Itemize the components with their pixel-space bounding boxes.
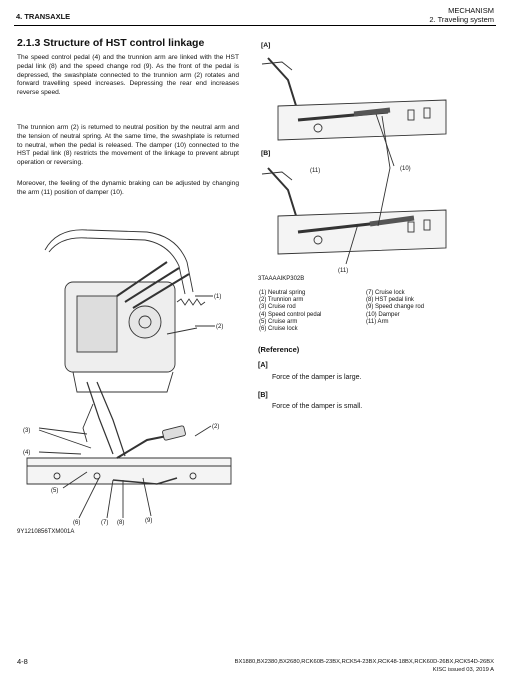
legend-item: (5) Cruise arm: [259, 318, 298, 325]
legend-column-1: (1) Neutral spring (2) Trunnion arm (3) …: [259, 290, 321, 333]
issue-info: KISC issued 03, 2019 A: [432, 667, 494, 673]
legend-column-2: (7) Cruise lock (8) HST pedal link (9) S…: [366, 290, 424, 326]
paragraph-pedal-linkage: The speed control pedal (4) and the trun…: [17, 54, 239, 96]
callout-1: (1): [214, 294, 221, 300]
right-figure-code: 3TAAAAIKP302B: [258, 276, 305, 282]
category-header: MECHANISM: [448, 6, 494, 15]
reference-b-text: Force of the damper is small.: [272, 403, 363, 410]
legend-item: (1) Neutral spring: [259, 290, 306, 296]
subsection-header: 2. Traveling system: [429, 15, 494, 24]
reference-b-tag: [B]: [258, 392, 268, 399]
figure-label-a: [A]: [261, 42, 271, 49]
legend-item: (3) Cruise rod: [259, 304, 296, 311]
callout-11a: (11): [310, 168, 320, 174]
callout-11b: (11): [338, 268, 348, 274]
callout-7: (7): [101, 520, 108, 526]
hst-linkage-illustration: (1) (2) (2) (3) (4) (5) (6) (7) (8) (9): [23, 229, 232, 526]
legend-item: (2) Trunnion arm: [259, 297, 304, 304]
reference-heading: (Reference): [258, 345, 300, 354]
left-figure-code: 9Y1210856TXM001A: [17, 529, 75, 535]
page-title: 2.1.3 Structure of HST control linkage: [17, 37, 205, 49]
legend-item: (8) HST pedal link: [366, 297, 414, 304]
paragraph-damper-adjust: Moreover, the feeling of the dynamic bra…: [17, 180, 239, 196]
model-list: BX1880,BX2380,BX2680,RCK60B-23BX,RCK54-2…: [234, 659, 494, 665]
callout-4: (4): [23, 450, 30, 456]
reference-a-tag: [A]: [258, 362, 268, 369]
callout-10: (10): [400, 166, 411, 172]
section-header: 4. TRANSAXLE: [16, 12, 71, 21]
legend-item: (9) Speed change rod: [366, 304, 425, 311]
legend-item: (11) Arm: [366, 318, 389, 325]
paragraph-trunnion-return: The trunnion arm (2) is returned to neut…: [17, 124, 239, 166]
callout-9: (9): [145, 518, 152, 524]
figure-label-b: [B]: [261, 150, 271, 157]
callout-2b: (2): [212, 424, 219, 430]
legend-item: (7) Cruise lock: [366, 290, 405, 296]
legend-item: (4) Speed control pedal: [259, 311, 322, 318]
legend-item: (10) Damper: [366, 311, 400, 318]
page-number: 4-8: [17, 657, 28, 666]
callout-6: (6): [73, 520, 80, 526]
damper-illustration: (10) (11) (11): [261, 57, 447, 274]
callout-3: (3): [23, 428, 30, 434]
callout-8: (8): [117, 520, 124, 526]
reference-a-text: Force of the damper is large.: [272, 374, 362, 381]
legend-item: (6) Cruise lock: [259, 326, 298, 333]
header-divider: [14, 25, 496, 26]
callout-2a: (2): [216, 324, 223, 330]
callout-5: (5): [51, 488, 58, 494]
